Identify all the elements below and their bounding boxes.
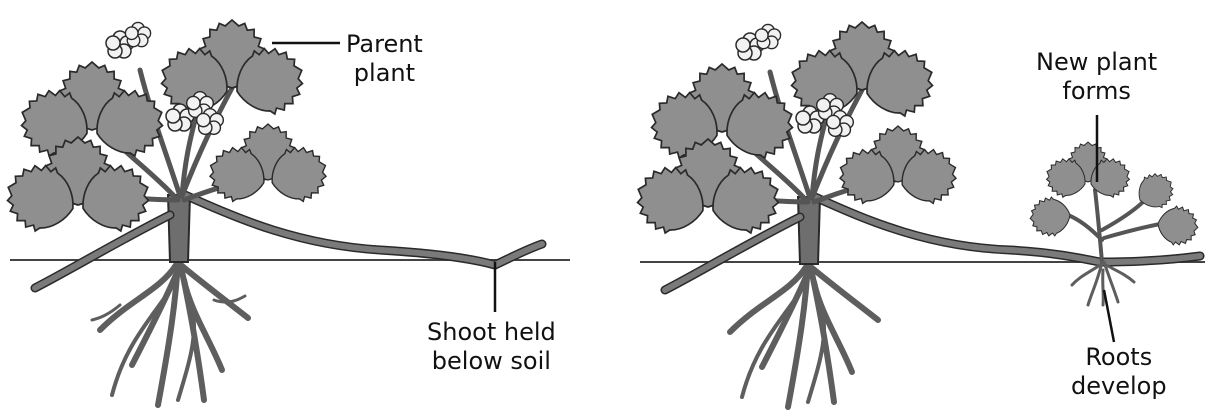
- parent-roots: [92, 260, 248, 405]
- parent-roots: [730, 262, 878, 407]
- parent-plant-label: Parent plant: [346, 30, 423, 88]
- parent-crown: [168, 195, 190, 262]
- label-line: Roots: [1071, 343, 1167, 372]
- label-line: New plant: [1036, 48, 1157, 77]
- label-line: plant: [346, 59, 423, 88]
- new-plant: [1028, 142, 1199, 305]
- parent-crown: [798, 197, 820, 264]
- label-line: Shoot held: [427, 318, 556, 347]
- roots-develop-label: Roots develop: [1071, 343, 1167, 401]
- parent-leaves: [0, 20, 334, 240]
- shoot-below-soil-label: Shoot held below soil: [427, 318, 556, 376]
- label-line: develop: [1071, 372, 1167, 401]
- roots-leader: [1104, 290, 1114, 342]
- label-line: forms: [1036, 77, 1157, 106]
- label-line: below soil: [427, 347, 556, 376]
- parent-leaves: [628, 22, 964, 242]
- runner-right: [185, 195, 542, 265]
- label-line: Parent: [346, 30, 423, 59]
- new-plant-roots: [1072, 262, 1134, 305]
- new-plant-forms-label: New plant forms: [1036, 48, 1157, 106]
